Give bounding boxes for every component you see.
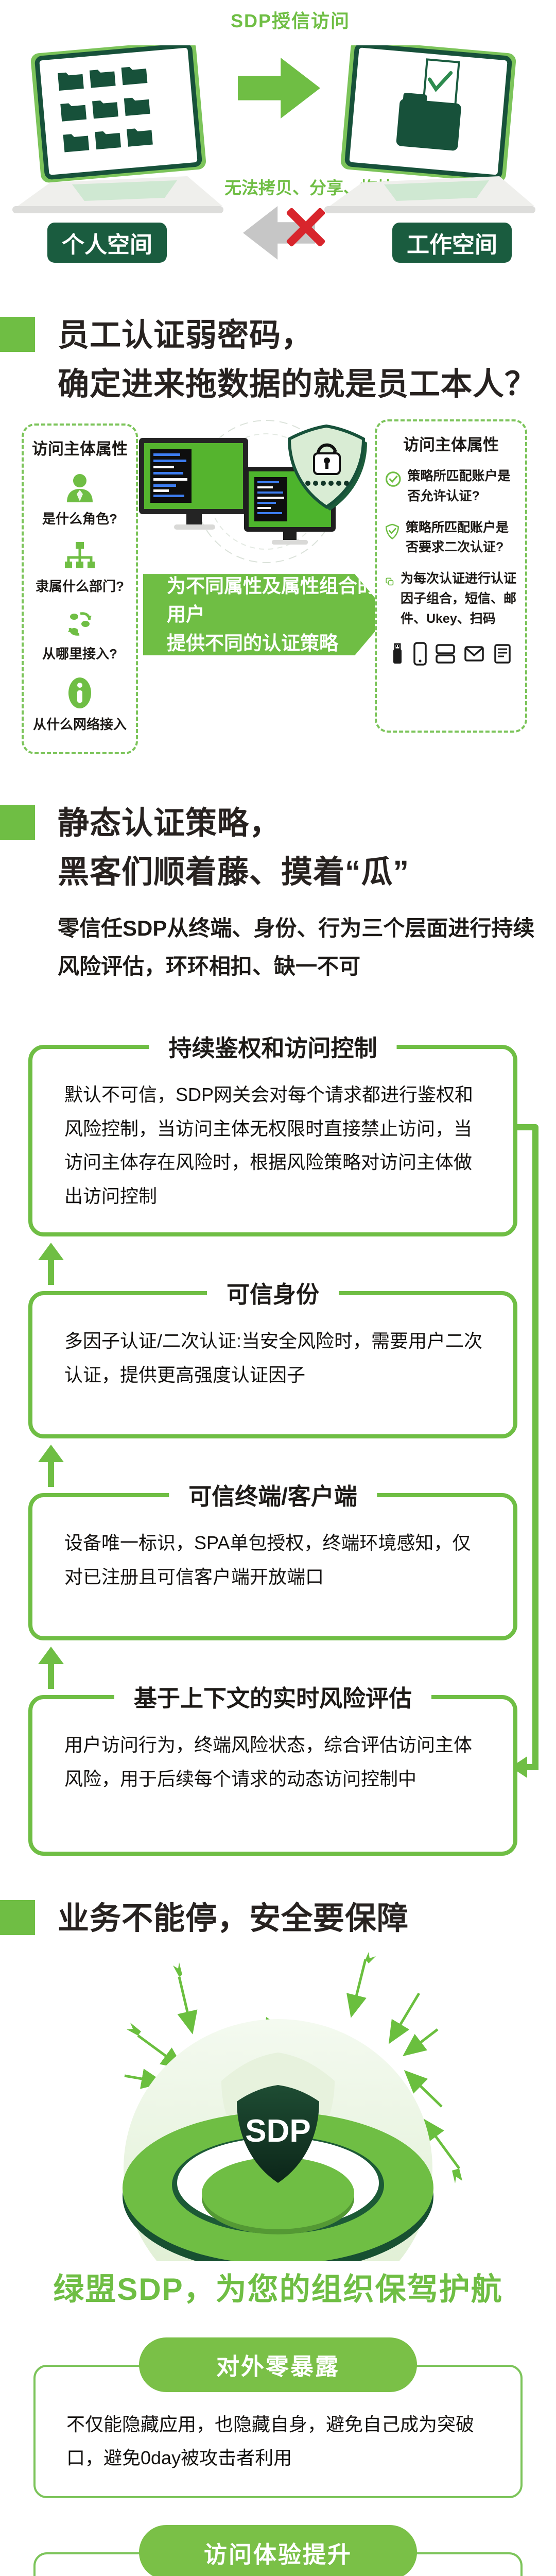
incoming-arrows [124, 1959, 461, 2170]
flow-up-arrow-icon [38, 1445, 64, 1487]
panel-title: 访问主体属性 [403, 436, 499, 454]
risk-assessment-loop: 持续鉴权和访问控制 默认不可信，SDP网关会对每个请求都进行鉴权和风险控制，当访… [0, 1021, 556, 1856]
share-icon [68, 612, 92, 636]
section-heading-business: 业务不能停，安全要保障 [0, 1894, 546, 1943]
feature-access-experience: 访问体验提升 短连接代理，在网络切换、网络抖动情况下无需再次认证 [33, 2525, 523, 2576]
personal-space-badge: 个人空间 [47, 223, 167, 263]
x-icon [282, 205, 326, 249]
right-arrow-icon [238, 58, 320, 118]
monitor-icon [139, 438, 248, 530]
flow-up-arrow-icon [38, 1243, 64, 1285]
list-item: 隶属什么部门? [24, 541, 136, 595]
loop-connector-line [516, 1124, 536, 1131]
monitors-shield-illustration [135, 419, 377, 572]
box-trusted-identity: 可信身份 多因子认证/二次认证:当安全风险时，需要用户二次认证，提供更高强度认证… [28, 1276, 517, 1439]
work-space-laptop-illustration [315, 40, 542, 221]
loop-connector-line [526, 1764, 538, 1771]
box-trusted-terminal: 可信终端/客户端 设备唯一标识，SPA单包授权，终端环境感知，仅对已注册且可信客… [28, 1478, 517, 1641]
phone-icon [413, 642, 427, 666]
loop-connector-line [532, 1124, 538, 1771]
flow-up-arrow-icon [38, 1647, 64, 1689]
work-space-badge: 工作空间 [392, 223, 512, 263]
list-item: 是什么角色? [24, 472, 136, 528]
heading-line: 员工认证弱密码， [58, 317, 314, 352]
list-item: 策略所匹配账户是否要求二次认证? [385, 518, 518, 558]
panel-title: 访问主体属性 [32, 440, 128, 459]
heading-line: 静态认证策略， [58, 805, 282, 841]
feature-pill: 访问体验提升 [139, 2525, 417, 2576]
green-square-marker [0, 317, 35, 352]
info-icon [68, 677, 91, 709]
mail-icon [464, 646, 484, 662]
list-item: 从什么网络接入 [24, 676, 136, 733]
green-square-marker [0, 1900, 35, 1936]
subject-attributes-panel-left: 访问主体属性 是什么角色? 隶属什么部门? [22, 423, 138, 755]
feature-pill: 对外零暴露 [139, 2337, 417, 2392]
heading-line: 确定进来拖数据的就是员工本人？ [58, 366, 537, 401]
heading-line: 黑客们顺着藤、摸着“瓜” [58, 854, 410, 889]
scanner-icon [494, 644, 511, 664]
box-continuous-authorization: 持续鉴权和访问控制 默认不可信，SDP网关会对每个请求都进行鉴权和风险控制，当访… [28, 1029, 517, 1237]
sdp-shield-icon: SDP [237, 2084, 319, 2183]
org-chart-icon [65, 542, 95, 569]
list-item: 从哪里接入? [24, 608, 136, 663]
subject-attributes-panel-right: 访问主体属性 策略所匹配账户是否允许认证? 策略所匹配账户是否要求二次认证? [375, 419, 527, 733]
shield-check-icon [385, 523, 399, 539]
card-icon [436, 644, 455, 664]
combine-icon [386, 578, 394, 586]
ukey-icon [393, 643, 402, 664]
check-circle-icon [385, 471, 401, 487]
section-heading-weak-password: 员工认证弱密码， 确定进来拖数据的就是员工本人？ [0, 311, 546, 408]
feature-zero-exposure: 对外零暴露 不仅能隐藏应用，也隐藏自身，避免自己成为突破口，避免0day被攻击者… [33, 2337, 523, 2499]
arrow-feathers [127, 1952, 462, 2183]
feature-list: 对外零暴露 不仅能隐藏应用，也隐藏自身，避免自己成为突破口，避免0day被攻击者… [0, 2337, 556, 2576]
heading-line: 业务不能停，安全要保障 [58, 1901, 409, 1936]
sdp-subtitle: 绿盟SDP，为您的组织保驾护航 [53, 2272, 503, 2307]
green-ring [123, 2111, 433, 2261]
auth-policy-banner: 为不同属性及属性组合的用户 提供不同的认证策略 [143, 574, 389, 656]
sdp-flow-label: SDP授信访问 [231, 10, 351, 31]
sdp-ring-illustration: SDP [123, 1952, 462, 2261]
shield-label: SDP [245, 2113, 310, 2149]
auth-factor-icons-row [390, 642, 512, 666]
auth-attributes-diagram: 访问主体属性 是什么角色? 隶属什么部门? [0, 419, 556, 766]
personal-space-laptop-illustration [6, 40, 233, 221]
user-icon [67, 474, 93, 503]
green-square-marker [0, 805, 35, 840]
section-heading-static-auth: 静态认证策略， 黑客们顺着藤、摸着“瓜” [0, 799, 546, 896]
zero-trust-intro: 零信任SDP从终端、身份、行为三个层面进行持续风险评估，环环相扣、缺一不可 [58, 916, 535, 978]
hero-section: SDP授信访问 无法拷贝、分享、拖拽 [0, 0, 556, 291]
list-item: 策略所匹配账户是否允许认证? [385, 466, 518, 506]
list-item: 为每次认证进行认证因子组合，短信、邮件、Ukey、扫码 [385, 569, 518, 629]
box-context-risk-assessment: 基于上下文的实时风险评估 用户访问行为，终端风险状态，综合评估访问主体风险，用于… [28, 1680, 517, 1856]
lock-shield-icon [287, 425, 367, 511]
